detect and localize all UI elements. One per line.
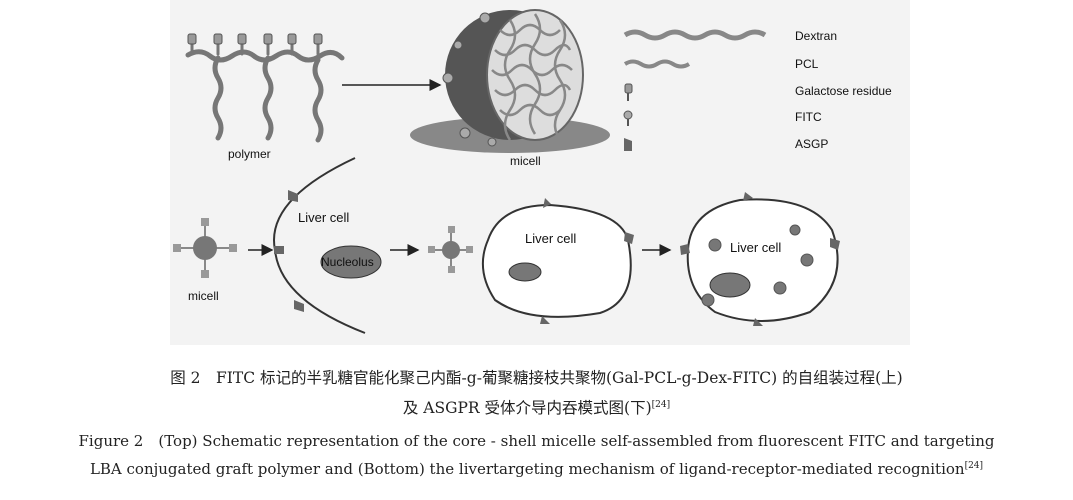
nucleolus-label: Nucleolus bbox=[321, 255, 374, 269]
legend-label-asgp: ASGP bbox=[795, 137, 828, 151]
schematic-svg: polymer bbox=[173, 9, 892, 334]
micell-label-bottom: micell bbox=[188, 289, 219, 303]
polymer-graphic bbox=[185, 33, 345, 143]
liver-cell-3 bbox=[680, 192, 840, 326]
caption-cn-ref: [24] bbox=[651, 399, 671, 410]
polymer-label: polymer bbox=[228, 147, 271, 161]
dextran-chain-icon bbox=[623, 29, 767, 41]
liver-cell-1-label: Liver cell bbox=[298, 210, 349, 225]
micell-small-graphic bbox=[173, 218, 237, 278]
galactose-residue-icon bbox=[624, 83, 633, 101]
liver-cell-1 bbox=[273, 157, 382, 334]
liver-cell-2-label: Liver cell bbox=[525, 231, 576, 246]
fitc-icon bbox=[623, 110, 633, 126]
legend-label-pcl: PCL bbox=[795, 57, 819, 71]
caption-en-line2-text: LBA conjugated graft polymer and (Bottom… bbox=[89, 460, 965, 478]
liver-cell-3-label: Liver cell bbox=[730, 240, 781, 255]
legend-label-galactose: Galactose residue bbox=[795, 84, 892, 98]
liver-cell-2 bbox=[481, 198, 634, 324]
caption-en-ref: [24] bbox=[964, 461, 984, 471]
legend-label-dextran: Dextran bbox=[795, 29, 837, 43]
caption-cn-line2-text: 及 ASGPR 受体介导内吞模式图(下) bbox=[402, 399, 652, 417]
caption-en-line1-text: Figure 2 (Top) Schematic representation … bbox=[78, 432, 995, 450]
micell-label-top: micell bbox=[510, 154, 541, 168]
caption-en-line2: LBA conjugated graft polymer and (Bottom… bbox=[0, 460, 1073, 478]
micelle-graphic bbox=[410, 9, 610, 153]
legend: Dextran PCL Galactose residue FITC bbox=[623, 29, 892, 151]
legend-label-fitc: FITC bbox=[795, 110, 822, 124]
micell-transit-graphic bbox=[428, 226, 473, 273]
schematic-figure: polymer bbox=[170, 0, 910, 345]
caption-cn-line1-text: 图 2 FITC 标记的半乳糖官能化聚己内酯-g-葡聚糖接枝共聚物(Gal-PC… bbox=[170, 369, 903, 387]
caption-cn-line1: 图 2 FITC 标记的半乳糖官能化聚己内酯-g-葡聚糖接枝共聚物(Gal-PC… bbox=[0, 366, 1073, 388]
pcl-chain-icon bbox=[623, 59, 691, 69]
caption-cn-line2: 及 ASGPR 受体介导内吞模式图(下)[24] bbox=[0, 396, 1073, 418]
asgp-receptor-icon bbox=[624, 138, 632, 151]
caption-en-line1: Figure 2 (Top) Schematic representation … bbox=[0, 430, 1073, 451]
